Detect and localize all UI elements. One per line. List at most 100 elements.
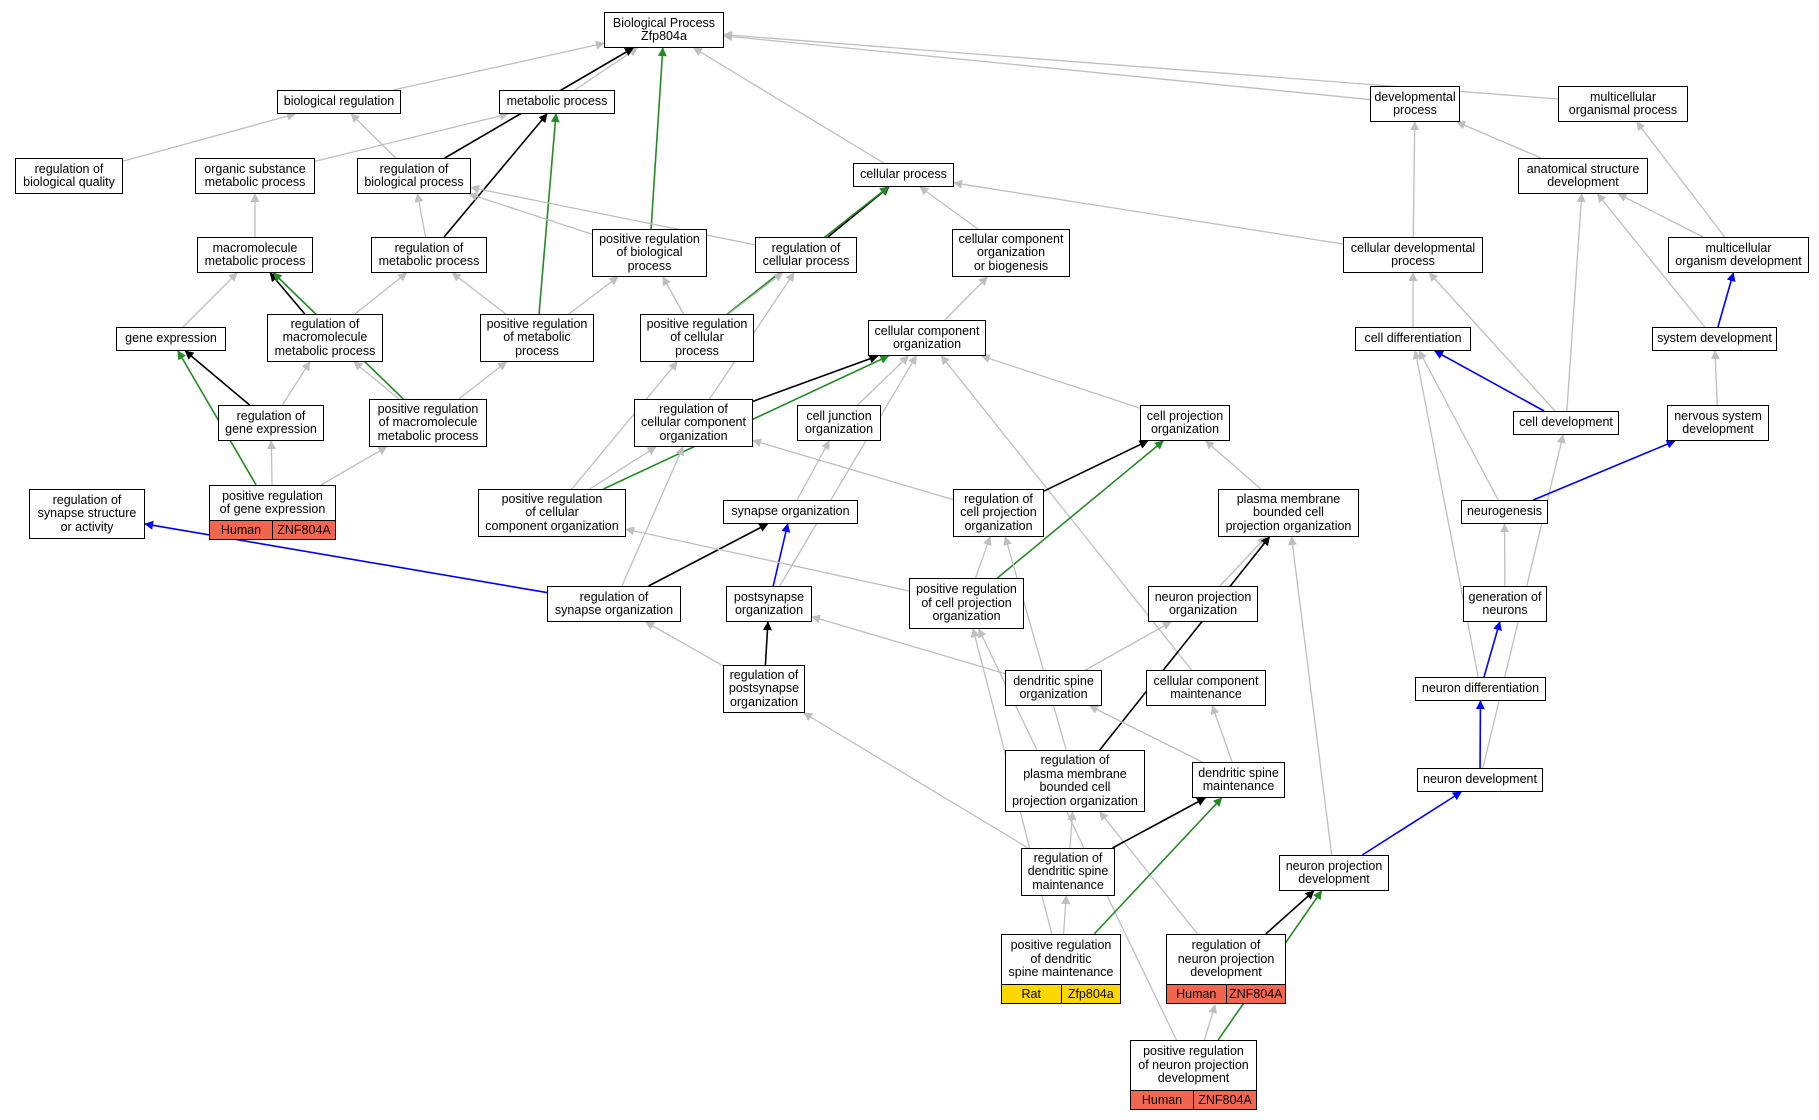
node-postsynapse-organization[interactable]: postsynapse organization [726, 586, 812, 622]
node-metabolic-process[interactable]: metabolic process [499, 90, 615, 114]
node-regulation-of-metabolic-process[interactable]: regulation of metabolic process [371, 237, 487, 273]
node-regulation-of-macromolecule-metabolic-process[interactable]: regulation of macromolecule metabolic pr… [267, 314, 383, 362]
edge-posregcell-to-regcell [728, 272, 784, 315]
edge-regnpd-to-regpmbcpo [1099, 811, 1199, 935]
node-macromolecule-metabolic-process[interactable]: macromolecule metabolic process [197, 237, 313, 273]
node-regulation-of-gene-expression[interactable]: regulation of gene expression [218, 405, 324, 441]
node-organic-substance-metabolic-process[interactable]: organic substance metabolic process [195, 158, 315, 194]
node-positive-regulation-of-biological-process[interactable]: positive regulation of biological proces… [592, 229, 707, 277]
annotation-regnpd[interactable]: Human ZNF804A [1166, 984, 1286, 1004]
node-generation-of-neurons[interactable]: generation of neurons [1463, 586, 1547, 622]
species-label: Rat [1002, 985, 1061, 1003]
edge-posregbio-to-regbio [468, 192, 593, 235]
node-cell-differentiation[interactable]: cell differentiation [1355, 327, 1471, 351]
edge-anat-to-devproc [1456, 121, 1542, 159]
edge-posregccorg-to-posregcell [571, 361, 678, 490]
node-gene-expression[interactable]: gene expression [116, 327, 226, 351]
node-positive-regulation-of-macromolecule-metabolic-process[interactable]: positive regulation of macromolecule met… [369, 399, 487, 447]
node-positive-regulation-of-neuron-projection-development[interactable]: positive regulation of neuron projection… [1130, 1040, 1257, 1091]
node-cellular-component-organization[interactable]: cellular component organization [868, 320, 986, 356]
node-regulation-of-cellular-process[interactable]: regulation of cellular process [755, 237, 857, 273]
node-positive-regulation-of-cellular-component-organization[interactable]: positive regulation of cellular componen… [478, 489, 626, 537]
node-regulation-of-cellular-component-organization[interactable]: regulation of cellular component organiz… [634, 399, 753, 447]
node-positive-regulation-of-metabolic-process[interactable]: positive regulation of metabolic process [480, 314, 594, 362]
node-regulation-of-plasma-membrane-bounded-cell-projection-organization[interactable]: regulation of plasma membrane bounded ce… [1005, 750, 1145, 812]
gene-label: Zfp804a [1060, 985, 1120, 1003]
edge-regpostsyn-to-regsynorg [644, 621, 724, 667]
edge-regbio-to-bioreg [350, 113, 397, 159]
node-biological-regulation[interactable]: biological regulation [277, 90, 401, 114]
node-cellular-process[interactable]: cellular process [853, 163, 954, 187]
edge-multidev-to-multiproc [1636, 121, 1726, 238]
edge-regdsm-to-dsm [1112, 797, 1206, 849]
node-cell-projection-organization[interactable]: cell projection organization [1140, 405, 1230, 441]
edge-posregmacro-to-regmacro [353, 361, 400, 400]
node-biological-process-root[interactable]: Biological Process Zfp804a [604, 12, 724, 48]
node-plasma-membrane-bounded-cell-projection-organization[interactable]: plasma membrane bounded cell projection … [1218, 489, 1359, 537]
node-positive-regulation-of-dendritic-spine-maintenance[interactable]: positive regulation of dendritic spine m… [1001, 934, 1121, 985]
edge-regdsm-to-regpostsyn [803, 712, 1029, 849]
node-multicellular-organismal-process[interactable]: multicellular organismal process [1558, 86, 1688, 122]
edge-sysdev-to-anat [1596, 193, 1706, 328]
node-developmental-process[interactable]: developmental process [1370, 86, 1460, 122]
edge-ccob-to-cellproc [919, 186, 979, 230]
edge-posregdsm-to-regdsm [1061, 895, 1071, 935]
edge-posregmet-to-metab [538, 113, 560, 315]
node-cellular-developmental-process[interactable]: cellular developmental process [1343, 237, 1483, 273]
edge-posregcellproj-to-posregccorg [625, 526, 910, 592]
node-multicellular-organism-development[interactable]: multicellular organism development [1668, 237, 1809, 273]
edge-ccorg-to-ccob [944, 276, 988, 321]
edge-regsynorg-to-regccorg [621, 446, 684, 587]
edge-nervdev-to-sysdev [1710, 350, 1720, 406]
edge-geneexp-to-macromet [182, 272, 238, 328]
annotation-posregdsm[interactable]: Rat Zfp804a [1001, 984, 1121, 1004]
node-dendritic-spine-organization[interactable]: dendritic spine organization [1005, 670, 1102, 706]
node-cellular-component-maintenance[interactable]: cellular component maintenance [1146, 670, 1266, 706]
annotation-posreggene[interactable]: Human ZNF804A [209, 520, 336, 540]
node-neuron-differentiation[interactable]: neuron differentiation [1415, 677, 1546, 701]
node-regulation-of-neuron-projection-development[interactable]: regulation of neuron projection developm… [1166, 934, 1286, 985]
edge-neurogen-to-nervdev [1532, 439, 1676, 501]
node-regulation-of-biological-process[interactable]: regulation of biological process [357, 158, 471, 194]
node-regulation-of-dendritic-spine-maintenance[interactable]: regulation of dendritic spine maintenanc… [1021, 848, 1115, 896]
edge-regpostsyn-to-postsyn [762, 621, 772, 666]
edge-posregmet-to-regmet [451, 272, 507, 315]
node-nervous-system-development[interactable]: nervous system development [1667, 405, 1769, 441]
node-neurogenesis[interactable]: neurogenesis [1461, 500, 1548, 524]
edge-regdsm-to-regpmbcpo [1067, 811, 1077, 849]
species-label: Human [210, 521, 272, 539]
node-regulation-of-cell-projection-organization[interactable]: regulation of cell projection organizati… [953, 489, 1044, 537]
node-cell-junction-organization[interactable]: cell junction organization [797, 405, 881, 441]
node-positive-regulation-of-gene-expression[interactable]: positive regulation of gene expression [209, 485, 336, 521]
node-regulation-of-postsynapse-organization[interactable]: regulation of postsynapse organization [723, 665, 805, 713]
node-regulation-of-synapse-structure-or-activity[interactable]: regulation of synapse structure or activ… [29, 489, 145, 539]
node-cellular-component-organization-or-biogenesis[interactable]: cellular component organization or bioge… [952, 229, 1070, 277]
edge-celldev-to-celldiff [1434, 350, 1545, 412]
edge-cellproc-to-bp [692, 47, 885, 164]
edge-reggene-to-geneexp [184, 350, 251, 406]
edge-cellproj-to-ccorg [980, 354, 1141, 409]
species-label: Human [1167, 985, 1226, 1003]
edge-npd-to-pmbcpo [1288, 536, 1333, 856]
node-synapse-organization[interactable]: synapse organization [723, 500, 858, 524]
node-anatomical-structure-development[interactable]: anatomical structure development [1518, 158, 1648, 194]
node-regulation-of-biological-quality[interactable]: regulation of biological quality [15, 158, 123, 194]
edge-postsyn-to-ccorg [779, 355, 917, 587]
node-system-development[interactable]: system development [1652, 327, 1777, 351]
node-cell-development[interactable]: cell development [1513, 411, 1619, 435]
edge-regmacro-to-regmet [354, 272, 408, 315]
edge-postsyn-to-synorg [772, 523, 791, 587]
species-label: Human [1131, 1091, 1193, 1109]
node-neuron-development[interactable]: neuron development [1417, 768, 1543, 792]
node-regulation-of-synapse-organization[interactable]: regulation of synapse organization [547, 586, 681, 622]
node-dendritic-spine-maintenance[interactable]: dendritic spine maintenance [1192, 762, 1285, 798]
node-positive-regulation-of-cellular-process[interactable]: positive regulation of cellular process [640, 314, 754, 362]
annotation-posregnpd[interactable]: Human ZNF804A [1130, 1090, 1257, 1110]
node-neuron-projection-development[interactable]: neuron projection development [1279, 855, 1389, 891]
node-neuron-projection-organization[interactable]: neuron projection organization [1148, 586, 1258, 622]
edge-celljunc-to-ccorg [857, 355, 910, 406]
node-positive-regulation-of-cell-projection-organization[interactable]: positive regulation of cell projection o… [909, 578, 1024, 629]
edge-dsm-to-dso [1088, 705, 1203, 763]
edge-neurdiff-to-genneur [1483, 621, 1502, 678]
